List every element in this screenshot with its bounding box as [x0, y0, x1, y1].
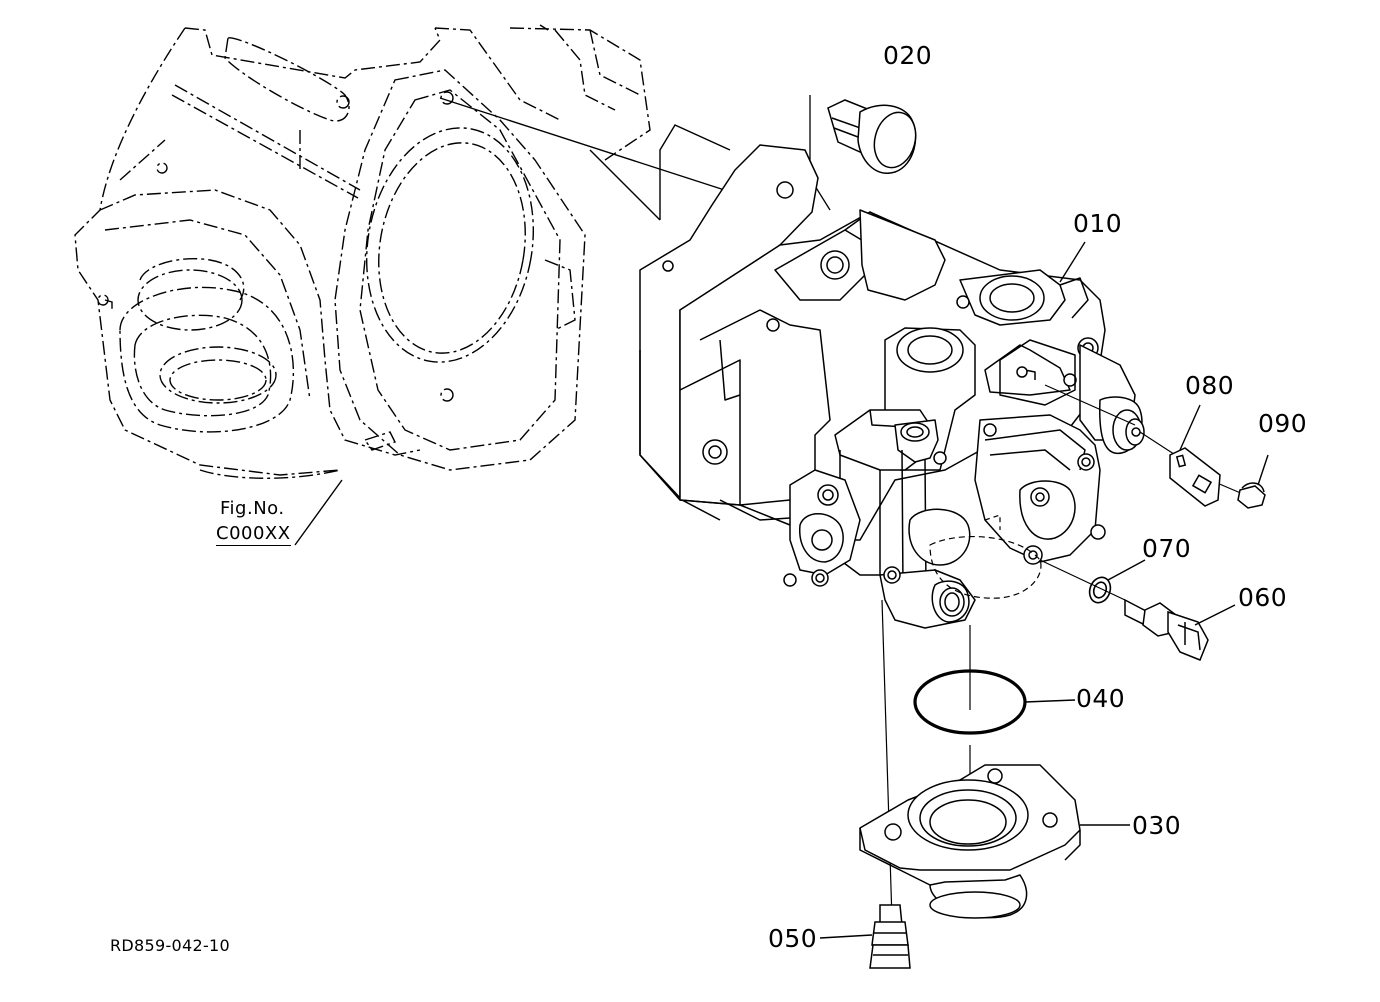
- centerlines: [882, 385, 1243, 920]
- alignment-lines: [440, 98, 740, 220]
- bracket-080: [1170, 405, 1220, 506]
- callout-060: 060: [1238, 583, 1288, 612]
- callout-010: 010: [1073, 209, 1123, 238]
- transmission-housing-outline: [75, 25, 650, 478]
- figure-reference-number: C000XX: [216, 523, 291, 546]
- figure-reference-leader: [295, 480, 342, 545]
- callout-090: 090: [1258, 409, 1308, 438]
- plug-050: [820, 905, 910, 968]
- leader-010: [1060, 242, 1085, 282]
- callout-040: 040: [1076, 684, 1126, 713]
- flange-030: [860, 765, 1130, 918]
- callout-080: 080: [1185, 371, 1235, 400]
- callout-020: 020: [883, 41, 933, 70]
- bolt-090: [1238, 455, 1268, 508]
- drawing-code: RD859-042-10: [110, 936, 231, 955]
- sensor-060: [1125, 600, 1235, 660]
- callout-070: 070: [1142, 534, 1192, 563]
- plug-020: [810, 95, 922, 210]
- callout-050: 050: [768, 924, 818, 953]
- o-ring-040: [915, 671, 1075, 733]
- callout-030: 030: [1132, 811, 1182, 840]
- figure-reference-label: Fig.No.: [220, 498, 285, 519]
- washer-070: [1086, 560, 1145, 606]
- pump-assembly-010: [640, 145, 1144, 628]
